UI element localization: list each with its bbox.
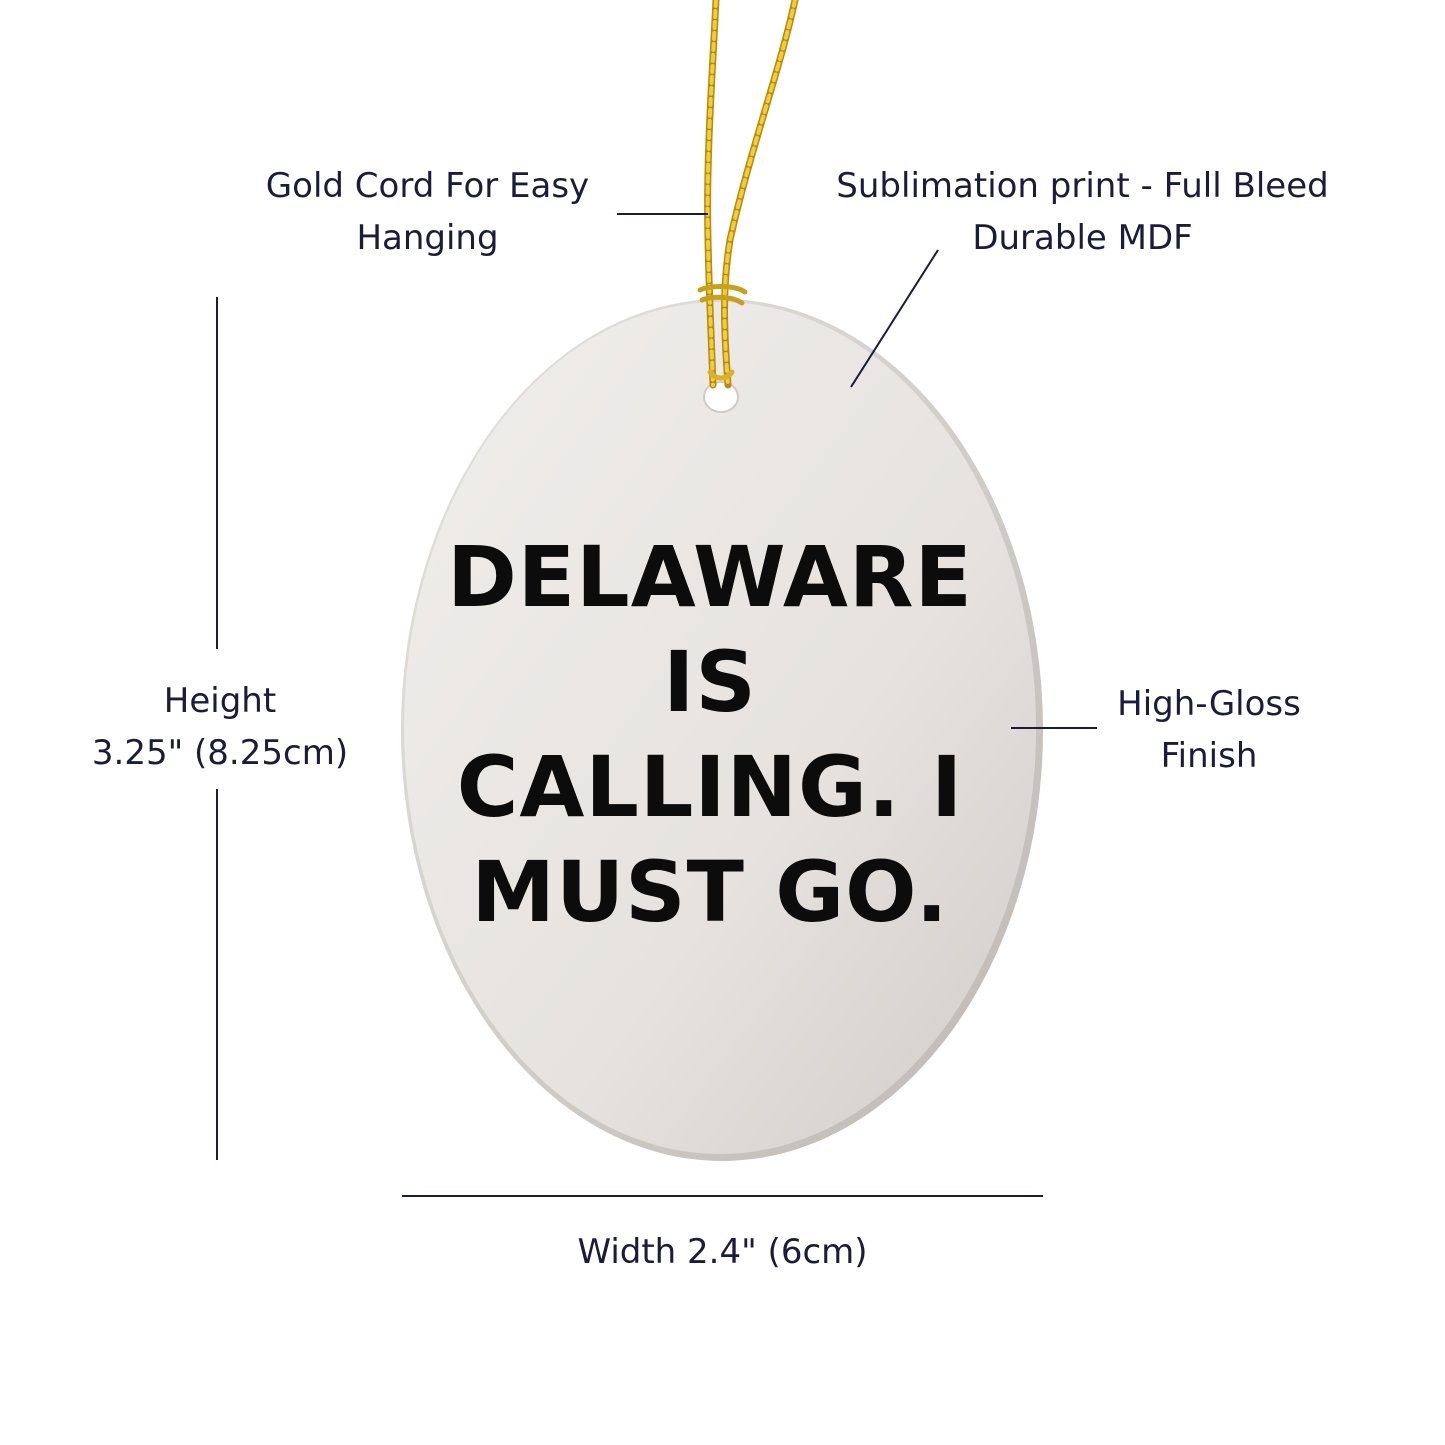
hanging-hole — [703, 381, 739, 413]
cord-callout-line-1: Gold Cord For Easy — [265, 166, 590, 206]
cord-callout-line-2: Hanging — [356, 218, 499, 258]
height-callout-line-1: Height — [163, 681, 277, 721]
gold-cord — [697, 0, 799, 389]
ornament — [401, 299, 1043, 1161]
ornament-text-line-3: CALLING. I — [456, 738, 964, 836]
ornament-text-line-2: IS — [663, 633, 757, 731]
ornament-text-line-4: MUST GO. — [471, 843, 949, 941]
leader-lines — [216, 213, 1097, 1197]
cord-callout: Gold Cord For Easy Hanging — [240, 160, 615, 264]
ornament-text-line-1: DELAWARE — [447, 528, 973, 626]
print-leader-line — [850, 249, 939, 388]
print-callout: Sublimation print - Full Bleed Durable M… — [800, 160, 1365, 264]
gloss-callout: High-Gloss Finish — [1095, 678, 1323, 782]
print-callout-line-2: Durable MDF — [972, 218, 1193, 258]
ornament-print-text: DELAWARE IS CALLING. I MUST GO. — [420, 525, 1000, 945]
height-callout: Height 3.25" (8.25cm) — [75, 675, 365, 779]
width-callout: Width 2.4" (6cm) — [540, 1226, 905, 1278]
print-callout-line-1: Sublimation print - Full Bleed — [836, 166, 1329, 206]
gloss-callout-line-2: Finish — [1160, 736, 1258, 776]
width-callout-label: Width 2.4" (6cm) — [577, 1232, 868, 1272]
height-callout-line-2: 3.25" (8.25cm) — [91, 733, 349, 773]
ornament-face — [404, 302, 1036, 1154]
gloss-callout-line-1: High-Gloss — [1117, 684, 1301, 724]
